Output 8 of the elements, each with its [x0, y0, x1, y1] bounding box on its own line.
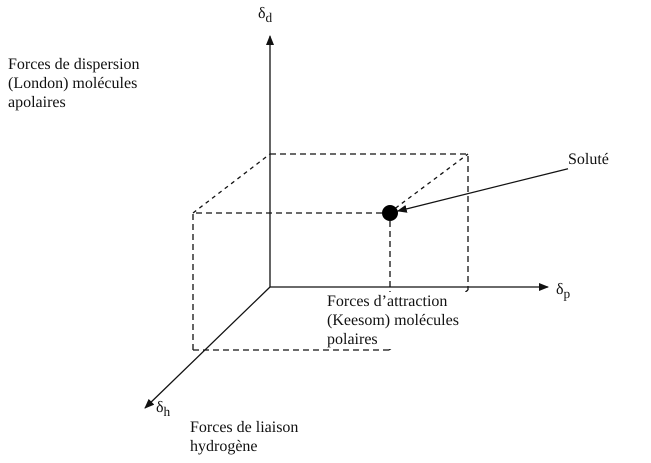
- axis-label: Forces de dispersion (London) molécules apolaires: [8, 55, 141, 112]
- axis-label: δ$_{d}$: [258, 4, 274, 28]
- axis-label: Forces de liaison hydrogène: [190, 418, 300, 456]
- solute-label: Soluté: [568, 150, 638, 169]
- solute-point: [382, 205, 398, 221]
- axis-label: δ$_{p}$: [556, 280, 572, 304]
- axis-label: δ$_{h}$: [156, 398, 172, 422]
- arrow: [396, 168, 568, 213]
